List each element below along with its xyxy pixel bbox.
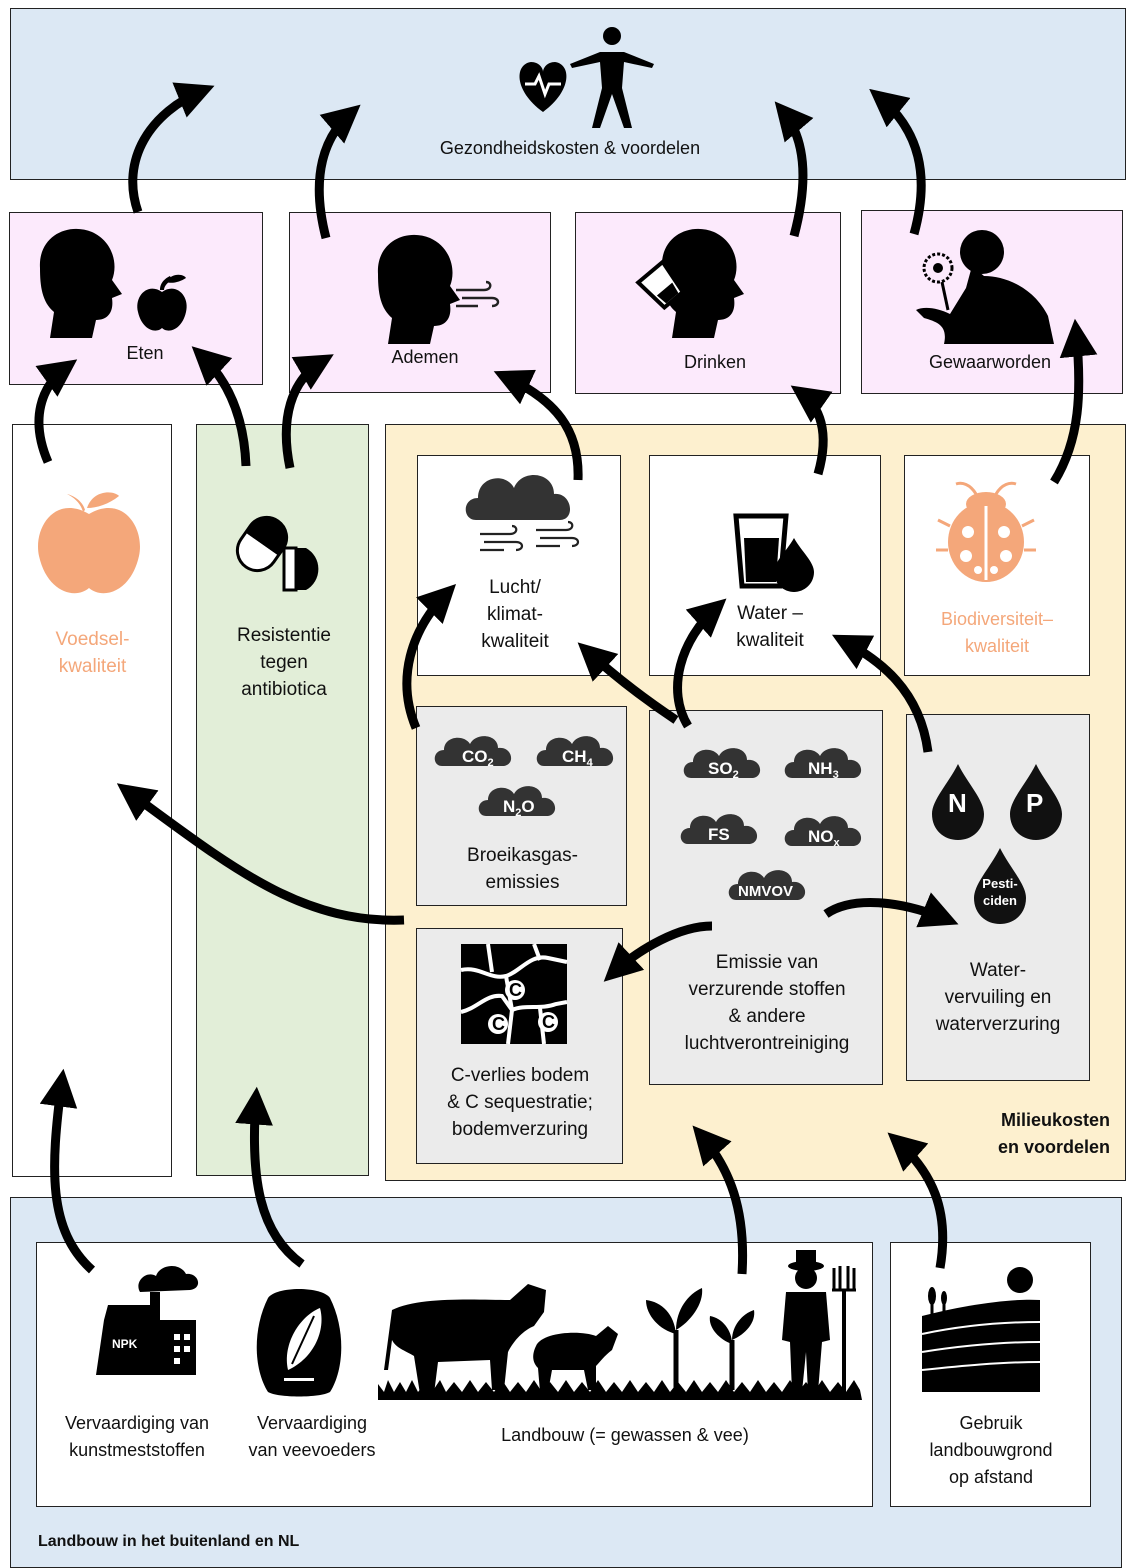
apple-icon (38, 492, 140, 594)
acidifying-gas-clouds: SO2 NH3 FS NOx NMVOV (680, 748, 862, 900)
heart-rate-icon (519, 62, 567, 112)
arrow-acidifying-to-waterpollution (823, 892, 959, 928)
gas-nox: NOx (808, 827, 841, 849)
arrow-perceive-to-health (869, 88, 926, 236)
sources-title: Landbouw in het buitenland en NL (38, 1533, 300, 1550)
factory-npk-label: NPK (112, 1337, 138, 1351)
gas-fs: FS (708, 825, 730, 844)
water-quality-label: Water – kwaliteit (736, 603, 804, 651)
svg-text:C: C (509, 980, 522, 1000)
exposure-eat-label: Eten (126, 343, 164, 363)
arrow-acidifying-to-water (673, 598, 727, 729)
health-label: Gezondheidskosten & voordelen (439, 138, 701, 158)
land-use-label: Gebruik landbouwgrond op afstand (929, 1413, 1053, 1487)
environment-title: Milieukosten en voordelen (997, 1110, 1110, 1157)
drop-pesticides-1: Pesti- (982, 876, 1017, 891)
svg-text:C: C (492, 1014, 505, 1034)
arrow-waterpollution-to-water (831, 634, 933, 753)
water-pollution-label: Water- vervuiling en waterverzuring (935, 960, 1061, 1035)
pill-icon (235, 515, 319, 592)
food-quality-label: Voedsel- kwaliteit (55, 629, 130, 677)
arrow-drink-to-health (774, 101, 814, 238)
air-quality-box (417, 455, 621, 676)
factory-icon: NPK (96, 1265, 199, 1375)
greenhouse-label: Broeikasgas- emissies (467, 845, 578, 893)
drop-p: P (1026, 788, 1043, 818)
head-smelling-flower-icon (916, 230, 1054, 344)
arrow-biodiversity-to-perceive (1050, 318, 1098, 485)
arrow-eat-to-health (128, 82, 215, 214)
arrow-water-to-drink (790, 385, 833, 476)
gas-ch4: CH4 (562, 747, 594, 769)
arrow-food-to-eat (34, 359, 78, 464)
exposure-breathe-label: Ademen (391, 347, 459, 367)
svg-text:C: C (542, 1012, 555, 1032)
breath-lines (456, 280, 500, 308)
ladybug-icon (936, 481, 1036, 582)
plant-icon (646, 1288, 755, 1390)
exposure-drink-label: Drinken (683, 352, 747, 372)
greenhouse-gas-clouds: CO2 CH4 N2O (434, 736, 614, 819)
person-icon (570, 27, 654, 128)
gas-n2o: N2O (503, 797, 535, 819)
feed-bag-icon (256, 1289, 342, 1397)
arrow-acidifying-to-air (577, 642, 679, 724)
agriculture-label: Landbouw (= gewassen & vee) (501, 1425, 749, 1445)
fertilizer-label: Vervaardiging van kunstmeststoffen (64, 1413, 210, 1460)
drop-pesticides-2: ciden (983, 893, 1017, 908)
exposure-perceive-label: Gewaarworden (928, 352, 1052, 372)
acidifying-label: Emissie van verzurende stoffen & andere … (684, 952, 850, 1054)
gas-co2: CO2 (462, 747, 494, 769)
storm-cloud-icon (465, 475, 580, 552)
drinking-glass (635, 258, 686, 311)
arrow-landuse-to-environment (887, 1132, 948, 1269)
farmer-icon (782, 1250, 856, 1392)
air-quality-label: Lucht/ klimat- kwaliteit (481, 577, 549, 652)
arrow-antibiotics-to-breathe (281, 354, 334, 469)
cow-icon (384, 1284, 546, 1394)
drop-n: N (948, 788, 967, 818)
apple-icon (137, 274, 187, 331)
antibiotic-resistance-label: Resistentie tegen antibiotica (237, 625, 331, 700)
sheep-icon (533, 1326, 618, 1392)
arrow-air-to-breathe (493, 369, 583, 481)
arrow-fertilizer-to-food (39, 1068, 96, 1274)
gas-nmvov: NMVOV (738, 883, 793, 900)
feed-label: Vervaardiging van veevoeders (248, 1413, 376, 1460)
soil-label: C-verlies bodem & C sequestratie; bodemv… (447, 1065, 593, 1140)
arrow-feed-to-antibiotics (235, 1086, 305, 1268)
arrow-soil-to-food (116, 783, 405, 925)
arrow-breathe-to-health (314, 104, 361, 240)
arrow-antibiotics-to-eat (191, 346, 251, 467)
biodiversity-quality-label: Biodiversiteit– kwaliteit (940, 609, 1054, 656)
arrow-agriculture-to-environment (692, 1125, 748, 1275)
glass-water-icon (733, 513, 814, 592)
arrow-greenhouse-to-air (402, 583, 457, 730)
gas-nh3: NH3 (808, 759, 839, 781)
soil-icon: C C C (460, 943, 568, 1045)
grass-strip (378, 1380, 862, 1400)
arrow-acidifying-to-soil (603, 921, 713, 982)
pollution-drops: N P Pesti- ciden (932, 764, 1062, 924)
field-icon (921, 1267, 1041, 1392)
gas-so2: SO2 (708, 759, 739, 781)
